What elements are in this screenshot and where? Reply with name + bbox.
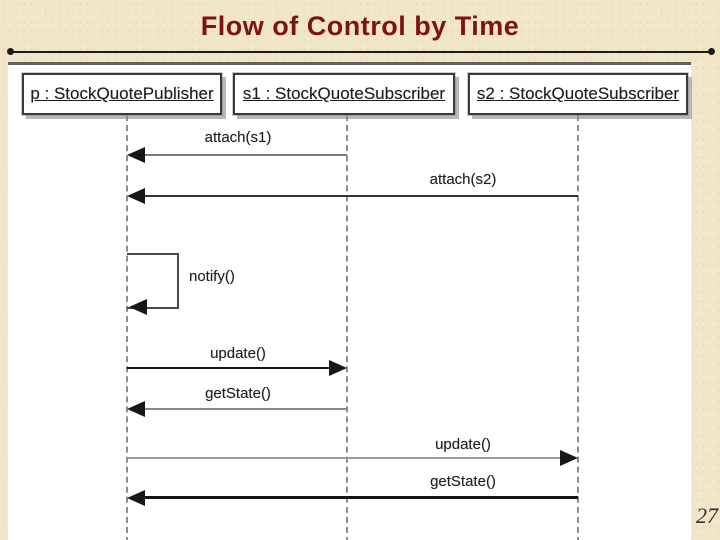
message-line-getstate-s2 bbox=[144, 496, 578, 499]
message-label-update-s2: update() bbox=[435, 436, 491, 453]
message-line-getstate-s1 bbox=[144, 408, 347, 410]
arrowhead-left-icon bbox=[127, 401, 145, 417]
object-label-publisher: p : StockQuotePublisher bbox=[30, 84, 214, 103]
message-label-attach-s2: attach(s2) bbox=[429, 171, 497, 188]
message-label-getstate-s1: getState() bbox=[205, 385, 271, 402]
divider-end-dot-left-icon bbox=[7, 48, 14, 55]
message-line-update-s2 bbox=[127, 457, 562, 459]
arrowhead-right-icon bbox=[560, 450, 578, 466]
sequence-diagram-panel: p : StockQuotePublisher s1 : StockQuoteS… bbox=[8, 62, 691, 540]
message-label-notify: notify() bbox=[189, 268, 235, 285]
arrowhead-left-icon bbox=[127, 490, 145, 506]
arrowhead-right-icon bbox=[329, 360, 347, 376]
message-label-attach-s1: attach(s1) bbox=[204, 129, 272, 146]
object-box-publisher: p : StockQuotePublisher bbox=[22, 73, 222, 115]
object-label-subscriber-2: s2 : StockQuoteSubscriber bbox=[476, 84, 680, 103]
lifeline-subscriber-1 bbox=[346, 115, 348, 540]
object-box-subscriber-1: s1 : StockQuoteSubscriber bbox=[233, 73, 455, 115]
message-label-update-s1: update() bbox=[210, 345, 266, 362]
message-line-attach-s1 bbox=[144, 154, 347, 156]
message-line-attach-s2 bbox=[144, 195, 578, 197]
object-box-subscriber-2: s2 : StockQuoteSubscriber bbox=[468, 73, 688, 115]
slide-title: Flow of Control by Time bbox=[200, 11, 520, 41]
page-number: 27 bbox=[696, 503, 718, 528]
lifeline-subscriber-2 bbox=[577, 115, 579, 540]
self-call-loop-notify bbox=[127, 253, 179, 309]
divider-end-dot-right-icon bbox=[708, 48, 715, 55]
message-line-update-s1 bbox=[127, 367, 331, 369]
object-label-subscriber-1: s1 : StockQuoteSubscriber bbox=[242, 84, 446, 103]
lifeline-publisher bbox=[126, 115, 128, 540]
arrowhead-left-icon bbox=[127, 188, 145, 204]
arrowhead-left-icon bbox=[129, 299, 147, 315]
message-label-getstate-s2: getState() bbox=[430, 473, 496, 490]
title-divider-line bbox=[10, 51, 711, 53]
arrowhead-left-icon bbox=[127, 147, 145, 163]
